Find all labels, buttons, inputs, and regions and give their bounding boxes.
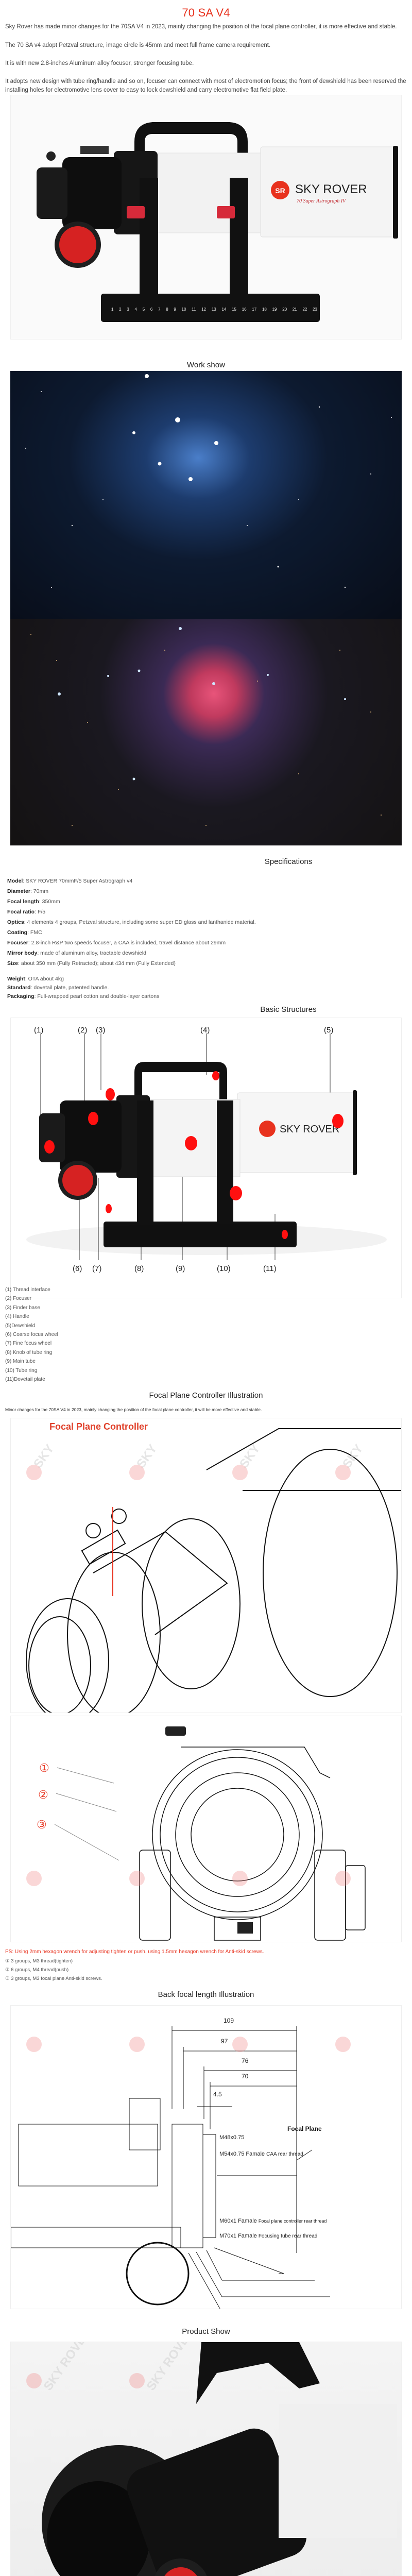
- callout-10: (10): [217, 1264, 231, 1273]
- telescope-photo-angled: [42, 2342, 397, 2576]
- thread-m54: M54x0.75 Famale CAA rear thread: [219, 2151, 303, 2157]
- intro-paragraph-3: It is with new 2.8-inches Aluminum alloy…: [5, 60, 194, 66]
- page-title: 70 SA V4: [182, 6, 230, 19]
- screw-item-2: ② 6 groups, M4 thread(push): [5, 1967, 69, 1973]
- focal-plane-controller-label: Focal Plane Controller: [49, 1421, 148, 1432]
- legend-item: (3) Finder base: [5, 1304, 40, 1311]
- legend-item: (11)Dovetail plate: [5, 1377, 45, 1383]
- spec-diameter: Diameter: 70mm: [7, 888, 48, 894]
- thread-m70: M70x1 Famale Focusing tube rear thread: [219, 2233, 318, 2239]
- back-focal-diagram: 109 97 76 70 4.5 Focal Plane M48x0.75 M5…: [10, 2005, 402, 2309]
- dim-76: 76: [242, 2057, 249, 2064]
- focal-plane-label: Focal Plane: [287, 2125, 322, 2132]
- dim-97: 97: [221, 2038, 228, 2045]
- brand-subtitle: 70 Super Astrograph IV: [297, 198, 347, 204]
- structure-diagram: SKY ROVER (1) (2) (3) (4) (5) (6) (7) (8…: [10, 1018, 402, 1298]
- legend-item: (7) Fine focus wheel: [5, 1341, 52, 1347]
- product-photo-1: SKY ROVER SKY ROVER: [10, 2342, 402, 2576]
- focal-plane-line-drawing: [26, 1428, 401, 1713]
- legend-item: (6) Coarse focus wheel: [5, 1332, 58, 1338]
- callout-6: (6): [73, 1264, 82, 1273]
- callout-1: (1): [34, 1026, 44, 1035]
- thread-m60: M60x1 Famale Focal plane controller rear…: [219, 2218, 327, 2224]
- spec-packaging: Packaging: Full-wrapped pearl cotton and…: [7, 993, 160, 999]
- dim-109: 109: [224, 2017, 234, 2024]
- focal-plane-diagram-iso: Focal Plane Controller SKY SKY SKY SKY: [10, 1418, 402, 1713]
- logo-letters: SR: [275, 187, 285, 195]
- ps-note: PS: Using 2mm hexagon wrench for adjusti…: [5, 1949, 264, 1955]
- svg-text:SKY ROVER: SKY ROVER: [280, 1124, 339, 1135]
- brand-name: SKY ROVER: [295, 182, 367, 196]
- legend-item: (10) Tube ring: [5, 1367, 38, 1374]
- pleiades-astrophoto: [10, 371, 402, 619]
- legend-item: (8) Knob of tube ring: [5, 1349, 53, 1355]
- thread-m48: M48x0.75: [219, 2134, 245, 2141]
- back-focal-heading: Back focal length Illustration: [158, 1990, 254, 1999]
- legend-item: (9) Main tube: [5, 1359, 36, 1365]
- dim-4-5: 4.5: [213, 2091, 222, 2098]
- dim-70: 70: [242, 2073, 249, 2080]
- structure-legend: (1) Thread interface (2) Focuser (3) Fin…: [5, 1285, 58, 1384]
- screw-item-3: ③ 3 groups, M3 focal plane Anti-skid scr…: [5, 1976, 102, 1981]
- callout-11: (11): [263, 1264, 277, 1273]
- work-show-heading: Work show: [187, 361, 225, 369]
- intro-paragraph-1: Sky Rover has made minor changes for the…: [5, 24, 397, 30]
- focal-plane-diagram-front: ① ② ③: [10, 1716, 402, 1942]
- spec-optics: Optics: 4 elements 4 groups, Petzval str…: [7, 919, 256, 925]
- callout-7: (7): [92, 1264, 102, 1273]
- back-focal-line-drawing: [11, 2026, 330, 2309]
- callout-8: (8): [134, 1264, 144, 1273]
- star-field-dense: [30, 627, 382, 826]
- marker-1: ①: [39, 1761, 49, 1774]
- spec-model: Model: SKY ROVER 70mmF/5 Super Astrograp…: [7, 878, 133, 884]
- spec-focal-ratio: Focal ratio: F/5: [7, 909, 46, 915]
- callout-3: (3): [96, 1026, 106, 1035]
- legend-item: (2) Focuser: [5, 1296, 32, 1302]
- spec-mirror-body: Mirror body: made of aluminum alloy, tra…: [7, 950, 147, 956]
- legend-item: (4) Handle: [5, 1314, 29, 1320]
- spec-standard: Standard: dovetail plate, patented handl…: [7, 985, 109, 991]
- product-show-heading: Product Show: [182, 2327, 230, 2336]
- basic-structures-heading: Basic Structures: [260, 1005, 317, 1014]
- legend-item: (5)Dewshield: [5, 1323, 36, 1329]
- intro-paragraph-4: It adopts new design with tube ring/hand…: [5, 78, 406, 93]
- star-field: [25, 374, 392, 588]
- front-view-line-drawing: [54, 1726, 366, 1941]
- callout-4: (4): [200, 1026, 210, 1035]
- callout-2: (2): [78, 1026, 88, 1035]
- spec-focal-length: Focal length: 350mm: [7, 899, 60, 905]
- spec-weight: Weight: OTA about 4kg: [7, 976, 64, 982]
- screw-item-1: ① 3 groups, M3 thread(tighten): [5, 1958, 73, 1964]
- callout-9: (9): [176, 1264, 185, 1273]
- callout-5: (5): [324, 1026, 334, 1035]
- spec-size: Size: about 350 mm (Fully Retracted); ab…: [7, 960, 176, 967]
- intro-paragraph-2: The 70 SA v4 adopt Petzval structure, im…: [5, 42, 271, 48]
- marker-2: ②: [38, 1788, 48, 1801]
- focal-plane-heading: Focal Plane Controller Illustration: [149, 1391, 263, 1400]
- trifid-nebula-astrophoto: [10, 619, 402, 845]
- telescope-illustration: SR SKY ROVER 70 Super Astrograph IV: [37, 122, 398, 322]
- specifications-heading: Specifications: [264, 857, 313, 866]
- spec-focuser: Focuser: 2.8-inch R&P two speeds focuser…: [7, 940, 226, 946]
- annotated-telescope: SKY ROVER: [26, 1033, 387, 1260]
- focal-plane-note: Minor changes for the 70SA V4 in 2023, m…: [5, 1407, 262, 1412]
- marker-3: ③: [37, 1818, 47, 1831]
- legend-item: (1) Thread interface: [5, 1287, 50, 1293]
- spec-coating: Coating: FMC: [7, 929, 42, 936]
